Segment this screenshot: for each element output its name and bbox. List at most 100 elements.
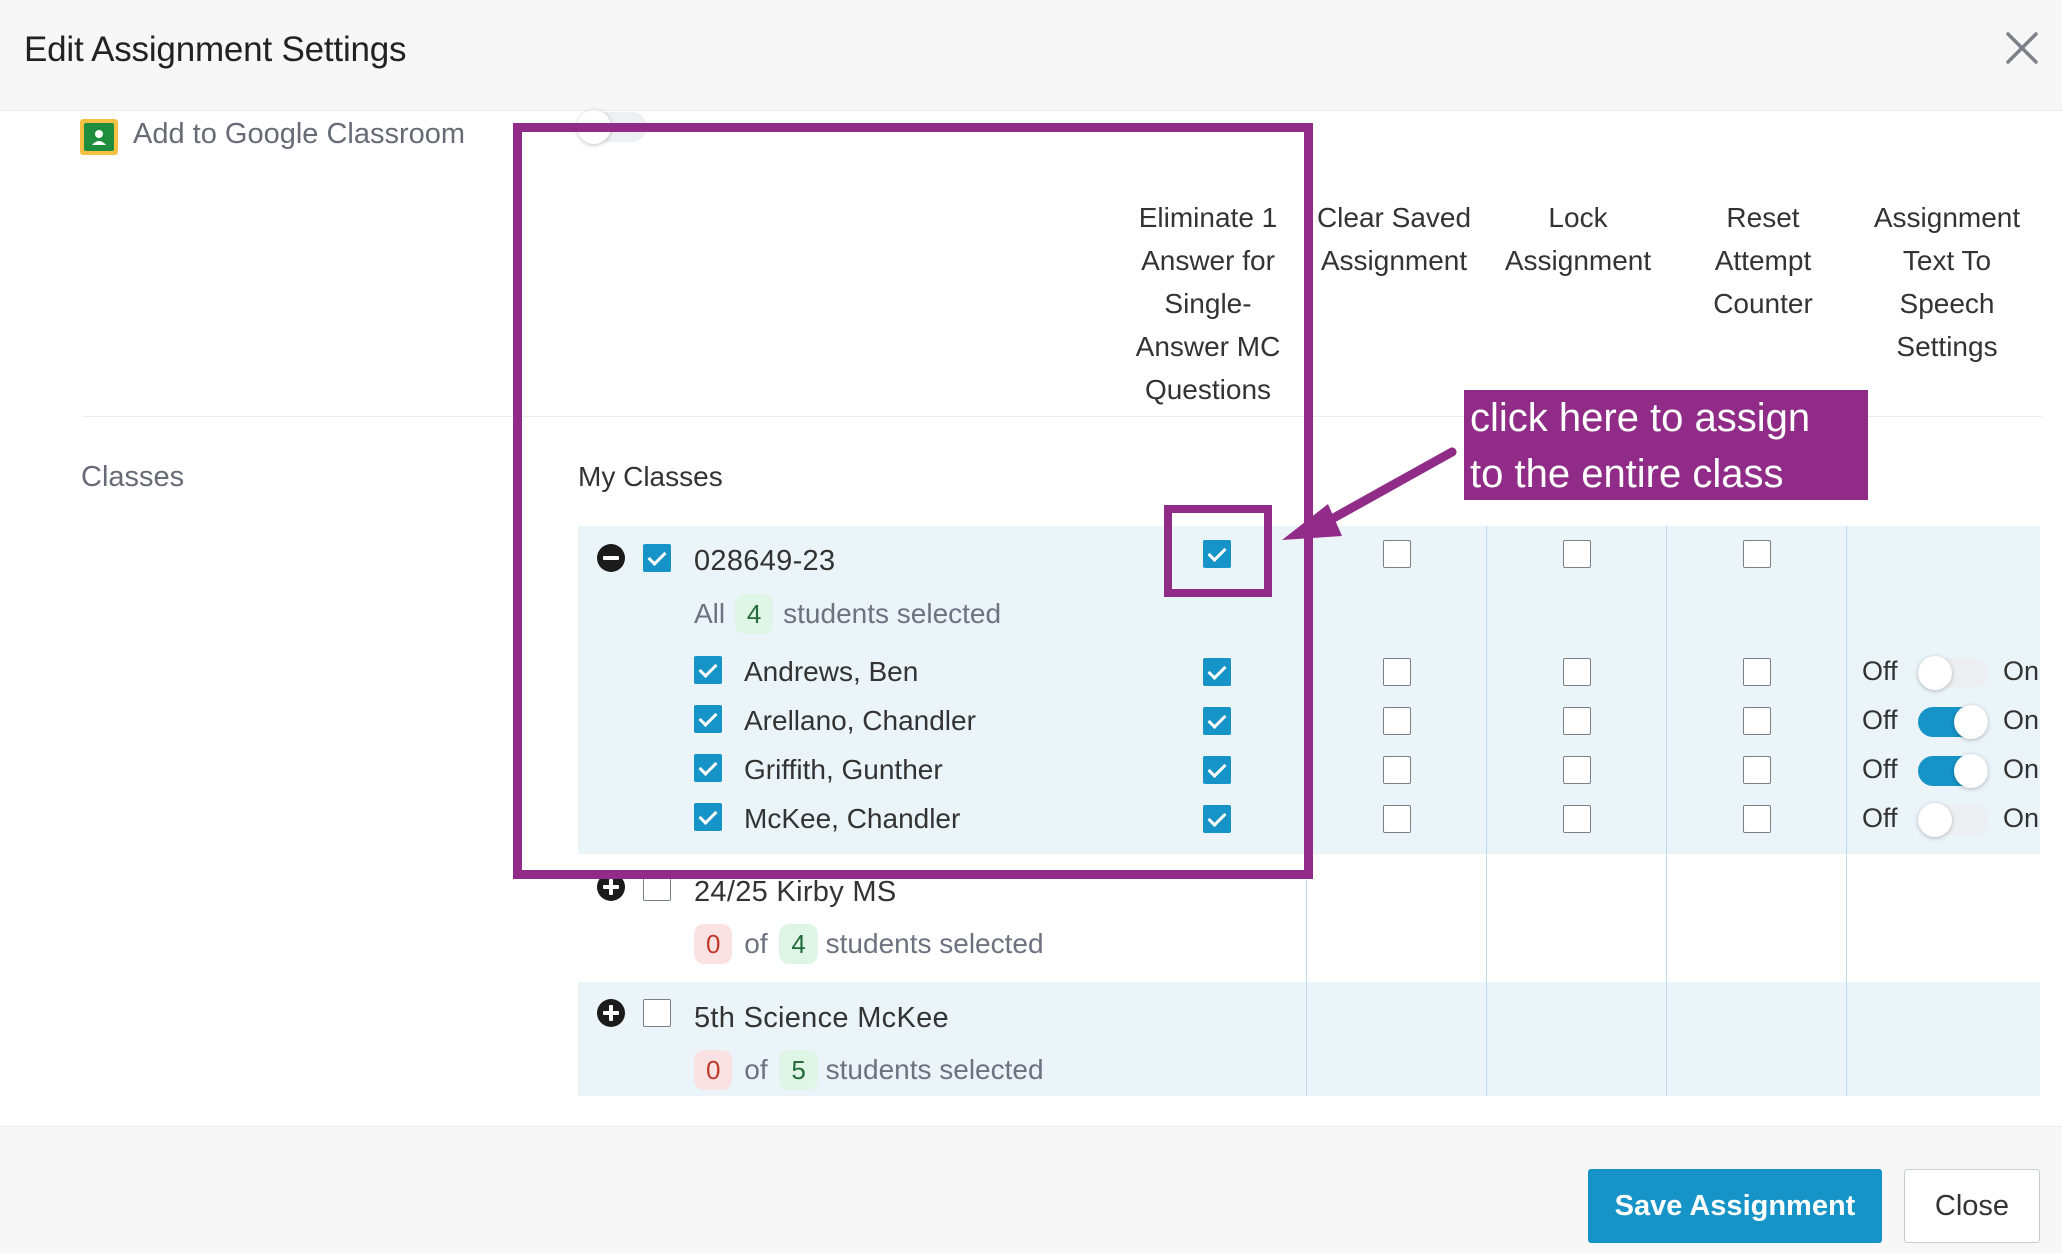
selected-count-badge: 4 <box>734 594 774 634</box>
tts-on-label: On <box>2003 803 2040 833</box>
selection-of: of <box>744 1054 768 1085</box>
class-name: 24/25 Kirby MS <box>694 876 897 908</box>
class-reset-counter-checkbox[interactable] <box>1743 540 1771 568</box>
toggle-knob <box>1954 705 1988 739</box>
toggle-knob <box>1954 754 1988 788</box>
student-name: McKee, Chandler <box>744 803 961 834</box>
student-eliminate-answer-checkbox[interactable] <box>1203 658 1231 686</box>
toggle-knob <box>1918 803 1952 837</box>
toggle-knob <box>1918 656 1952 690</box>
column-header-line: Eliminate 1 <box>1138 202 1278 233</box>
tts-toggle[interactable] <box>1918 803 1988 837</box>
tts-on-label: On <box>2003 754 2040 784</box>
classes-label: Classes <box>81 461 185 493</box>
student-clear-saved-checkbox[interactable] <box>1383 707 1411 735</box>
column-divider <box>1666 526 1667 1096</box>
selection-suffix: students selected <box>825 928 1044 959</box>
student-clear-saved-checkbox[interactable] <box>1383 658 1411 686</box>
google-classroom-label: Add to Google Classroom <box>133 118 466 150</box>
column-header-line: Assignment <box>1873 202 2021 233</box>
tts-off-label: Off <box>1862 656 1898 686</box>
student-lock-checkbox[interactable] <box>1563 756 1591 784</box>
student-checkbox[interactable] <box>694 705 722 733</box>
tts-off-label: Off <box>1862 705 1898 735</box>
student-checkbox[interactable] <box>694 656 722 684</box>
student-reset-counter-checkbox[interactable] <box>1743 707 1771 735</box>
callout-line: to the entire class <box>1470 452 1784 496</box>
selection-suffix: students selected <box>783 598 1002 629</box>
selection-prefix: All <box>694 598 726 629</box>
class-eliminate-answer-checkbox[interactable] <box>1203 540 1231 568</box>
column-header-line: Assignment <box>1504 245 1652 276</box>
student-reset-counter-checkbox[interactable] <box>1743 756 1771 784</box>
callout-line: click here to assign <box>1470 396 1811 440</box>
collapse-class-icon[interactable] <box>597 544 625 572</box>
class-name: 5th Science McKee <box>694 1002 949 1034</box>
tts-toggle[interactable] <box>1918 656 1988 690</box>
student-name: Arellano, Chandler <box>744 705 976 736</box>
student-eliminate-answer-checkbox[interactable] <box>1203 707 1231 735</box>
student-lock-checkbox[interactable] <box>1563 805 1591 833</box>
student-eliminate-answer-checkbox[interactable] <box>1203 805 1231 833</box>
column-header-line: Attempt <box>1714 245 1812 276</box>
selection-suffix: students selected <box>825 1054 1044 1085</box>
student-checkbox[interactable] <box>694 803 722 831</box>
tts-toggle[interactable] <box>1918 754 1988 788</box>
tts-off-label: Off <box>1862 754 1898 784</box>
column-header-line: Lock <box>1548 202 1608 233</box>
google-classroom-icon <box>80 119 118 155</box>
class-checkbox[interactable] <box>643 544 671 572</box>
selected-count-badge: 0 <box>694 924 733 964</box>
selection-summary: 0 of 4 students selected <box>694 924 1044 964</box>
selection-summary: All 4 students selected <box>694 594 1001 634</box>
annotation-arrow-icon <box>1282 447 1457 540</box>
header-divider <box>82 416 2042 417</box>
student-count-badge: 4 <box>779 924 818 964</box>
student-checkbox[interactable] <box>694 754 722 782</box>
column-header-line: Reset <box>1726 202 1800 233</box>
save-assignment-button[interactable]: Save Assignment <box>1588 1169 1882 1243</box>
column-header-line: Questions <box>1144 374 1272 405</box>
selection-summary: 0 of 5 students selected <box>694 1050 1044 1090</box>
student-clear-saved-checkbox[interactable] <box>1383 805 1411 833</box>
student-reset-counter-checkbox[interactable] <box>1743 658 1771 686</box>
class-lock-checkbox[interactable] <box>1563 540 1591 568</box>
column-header-line: Clear Saved <box>1316 202 1472 233</box>
student-name: Andrews, Ben <box>744 656 919 687</box>
close-button[interactable]: Close <box>1904 1169 2040 1243</box>
selected-count-badge: 0 <box>694 1050 733 1090</box>
class-band <box>578 982 2040 1096</box>
student-name: Griffith, Gunther <box>744 754 943 785</box>
class-checkbox[interactable] <box>643 999 671 1027</box>
tts-off-label: Off <box>1862 803 1898 833</box>
annotation-callout: click here to assign to the entire class <box>1464 390 1868 500</box>
student-reset-counter-checkbox[interactable] <box>1743 805 1771 833</box>
column-header-line: Assignment <box>1320 245 1468 276</box>
column-header-line: Settings <box>1896 331 1998 362</box>
tts-toggle[interactable] <box>1918 705 1988 739</box>
annotation-checkbox-highlight <box>1164 505 1272 597</box>
annotation-highlight-box <box>513 123 1313 879</box>
my-classes-label: My Classes <box>578 461 723 492</box>
student-lock-checkbox[interactable] <box>1563 658 1591 686</box>
student-eliminate-answer-checkbox[interactable] <box>1203 756 1231 784</box>
column-header-line: Single- <box>1164 288 1252 319</box>
column-header-line: Counter <box>1713 288 1813 319</box>
column-header-line: Answer MC <box>1135 331 1281 362</box>
class-name: 028649-23 <box>694 545 836 577</box>
student-lock-checkbox[interactable] <box>1563 707 1591 735</box>
close-icon[interactable] <box>1998 24 2046 72</box>
column-header-line: Text To <box>1902 245 1992 276</box>
student-clear-saved-checkbox[interactable] <box>1383 756 1411 784</box>
student-count-badge: 5 <box>779 1050 818 1090</box>
column-divider <box>1846 526 1847 1096</box>
expand-class-icon[interactable] <box>597 999 625 1027</box>
modal-title: Edit Assignment Settings <box>24 30 407 69</box>
column-divider <box>1486 526 1487 1096</box>
class-clear-saved-checkbox[interactable] <box>1383 540 1411 568</box>
